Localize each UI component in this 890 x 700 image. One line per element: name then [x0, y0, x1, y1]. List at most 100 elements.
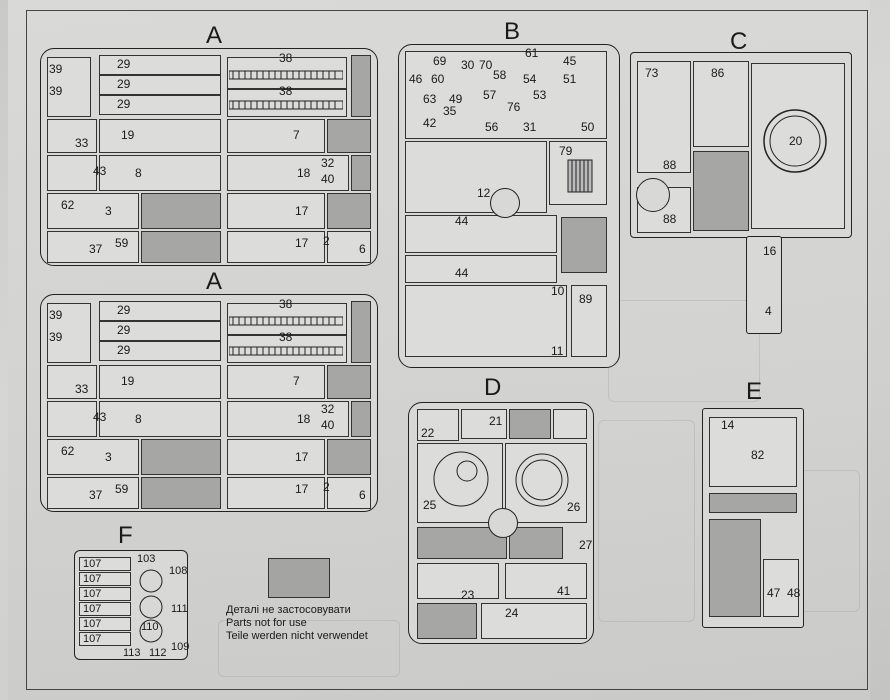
part-2-cell — [327, 231, 371, 263]
part-label-61: 61 — [525, 46, 539, 60]
part-label-2: 2 — [323, 234, 330, 248]
part-14-82-cell — [709, 417, 797, 487]
ghost-drawing — [218, 620, 400, 677]
track-link-icon — [229, 346, 343, 356]
part-41-cell — [505, 563, 587, 599]
part-label-39: 39 — [49, 84, 63, 98]
part-label-57: 57 — [483, 88, 497, 102]
part-label-29: 29 — [117, 57, 131, 71]
sheet-frame — [26, 10, 868, 690]
part-label-32: 32 — [321, 156, 335, 170]
small-part-cell — [553, 409, 587, 439]
part-label-17: 17 — [295, 482, 309, 496]
part-89-cell — [571, 285, 607, 357]
part-label-7: 7 — [293, 128, 300, 142]
part-33-cell — [47, 365, 97, 399]
part-29-cell — [99, 321, 221, 341]
part-label-42: 42 — [423, 116, 437, 130]
part-label-18: 18 — [297, 166, 311, 180]
part-18-cell — [227, 401, 349, 437]
unused-cell — [141, 439, 221, 475]
part-label-107: 107 — [83, 558, 102, 570]
part-86-cell — [693, 61, 749, 147]
part-label-16: 16 — [763, 244, 777, 258]
part-label-24: 24 — [505, 606, 519, 620]
part-label-40: 40 — [321, 418, 335, 432]
part-label-20: 20 — [789, 134, 803, 148]
small-parts-cell — [405, 51, 607, 139]
unused-cell — [351, 155, 371, 191]
part-label-37: 37 — [89, 242, 103, 256]
part-label-27: 27 — [579, 538, 593, 552]
part-2-cell — [327, 477, 371, 509]
part-107-cell — [79, 557, 131, 571]
part-38-cell — [227, 335, 347, 363]
part-label-111: 111 — [171, 603, 188, 615]
sprue-c-arm: 16 4 — [746, 236, 782, 334]
grille-icon — [567, 159, 593, 193]
ghost-drawing — [598, 420, 695, 622]
unused-cell — [509, 527, 563, 559]
unused-cell — [327, 193, 371, 229]
part-8-cell — [99, 155, 221, 191]
part-label-30: 30 — [461, 58, 475, 72]
sprue-gate — [490, 188, 520, 218]
part-label-103: 103 — [137, 553, 156, 565]
part-29-cell — [99, 301, 221, 321]
part-label-38: 38 — [279, 84, 293, 98]
part-label-56: 56 — [485, 120, 499, 134]
part-label-88: 88 — [663, 158, 677, 172]
part-label-73: 73 — [645, 66, 659, 80]
part-label-76: 76 — [507, 100, 521, 114]
part-label-109: 109 — [171, 641, 190, 653]
part-label-112: 112 — [149, 647, 167, 659]
part-107-cell — [79, 632, 131, 646]
part-label-45: 45 — [563, 54, 577, 68]
sprue-f: 107 107 107 107 107 107 103 108 111 110 … — [74, 550, 190, 660]
part-label-62: 62 — [61, 198, 75, 212]
part-label-41: 41 — [557, 584, 571, 598]
unused-cell — [351, 301, 371, 363]
part-label-54: 54 — [523, 72, 537, 86]
part-29-cell — [99, 55, 221, 75]
part-label-60: 60 — [431, 72, 445, 86]
sprue-letter-c: C — [730, 28, 748, 55]
part-43-cell — [47, 155, 97, 191]
unused-cell — [417, 603, 477, 639]
legend-line-uk: Деталі не застосовувати — [226, 604, 351, 616]
part-label-6: 6 — [359, 242, 366, 256]
part-label-32: 32 — [321, 402, 335, 416]
sprue-letter-f: F — [118, 522, 133, 549]
part-label-25: 25 — [423, 498, 437, 512]
part-47-48-cell — [763, 559, 799, 617]
part-label-50: 50 — [581, 120, 595, 134]
part-label-26: 26 — [567, 500, 581, 514]
part-label-29: 29 — [117, 77, 131, 91]
unused-cell — [141, 193, 221, 229]
part-label-113: 113 — [123, 647, 141, 659]
part-17-cell — [227, 439, 325, 475]
part-7-cell — [227, 365, 325, 399]
part-label-4: 4 — [765, 304, 772, 318]
sprue-a-top: 39 39 29 29 29 38 38 33 19 7 43 8 18 32 … — [40, 48, 378, 266]
unused-cell — [351, 401, 371, 437]
part-label-44: 44 — [455, 214, 469, 228]
part-label-17: 17 — [295, 236, 309, 250]
part-label-108: 108 — [169, 565, 188, 577]
part-43-cell — [47, 401, 97, 437]
part-label-86: 86 — [711, 66, 725, 80]
part-label-110: 110 — [141, 621, 159, 633]
part-62-cell — [47, 193, 139, 229]
part-label-31: 31 — [523, 120, 537, 134]
part-label-39: 39 — [49, 62, 63, 76]
part-label-7: 7 — [293, 374, 300, 388]
part-label-17: 17 — [295, 204, 309, 218]
part-label-8: 8 — [135, 166, 142, 180]
legend-line-en: Parts not for use — [226, 617, 307, 629]
part-label-22: 22 — [421, 426, 435, 440]
part-29-cell — [99, 341, 221, 361]
sprue-letter-d: D — [484, 374, 502, 401]
part-19-cell — [99, 119, 221, 153]
part-18-cell — [227, 155, 349, 191]
part-label-19: 19 — [121, 374, 135, 388]
